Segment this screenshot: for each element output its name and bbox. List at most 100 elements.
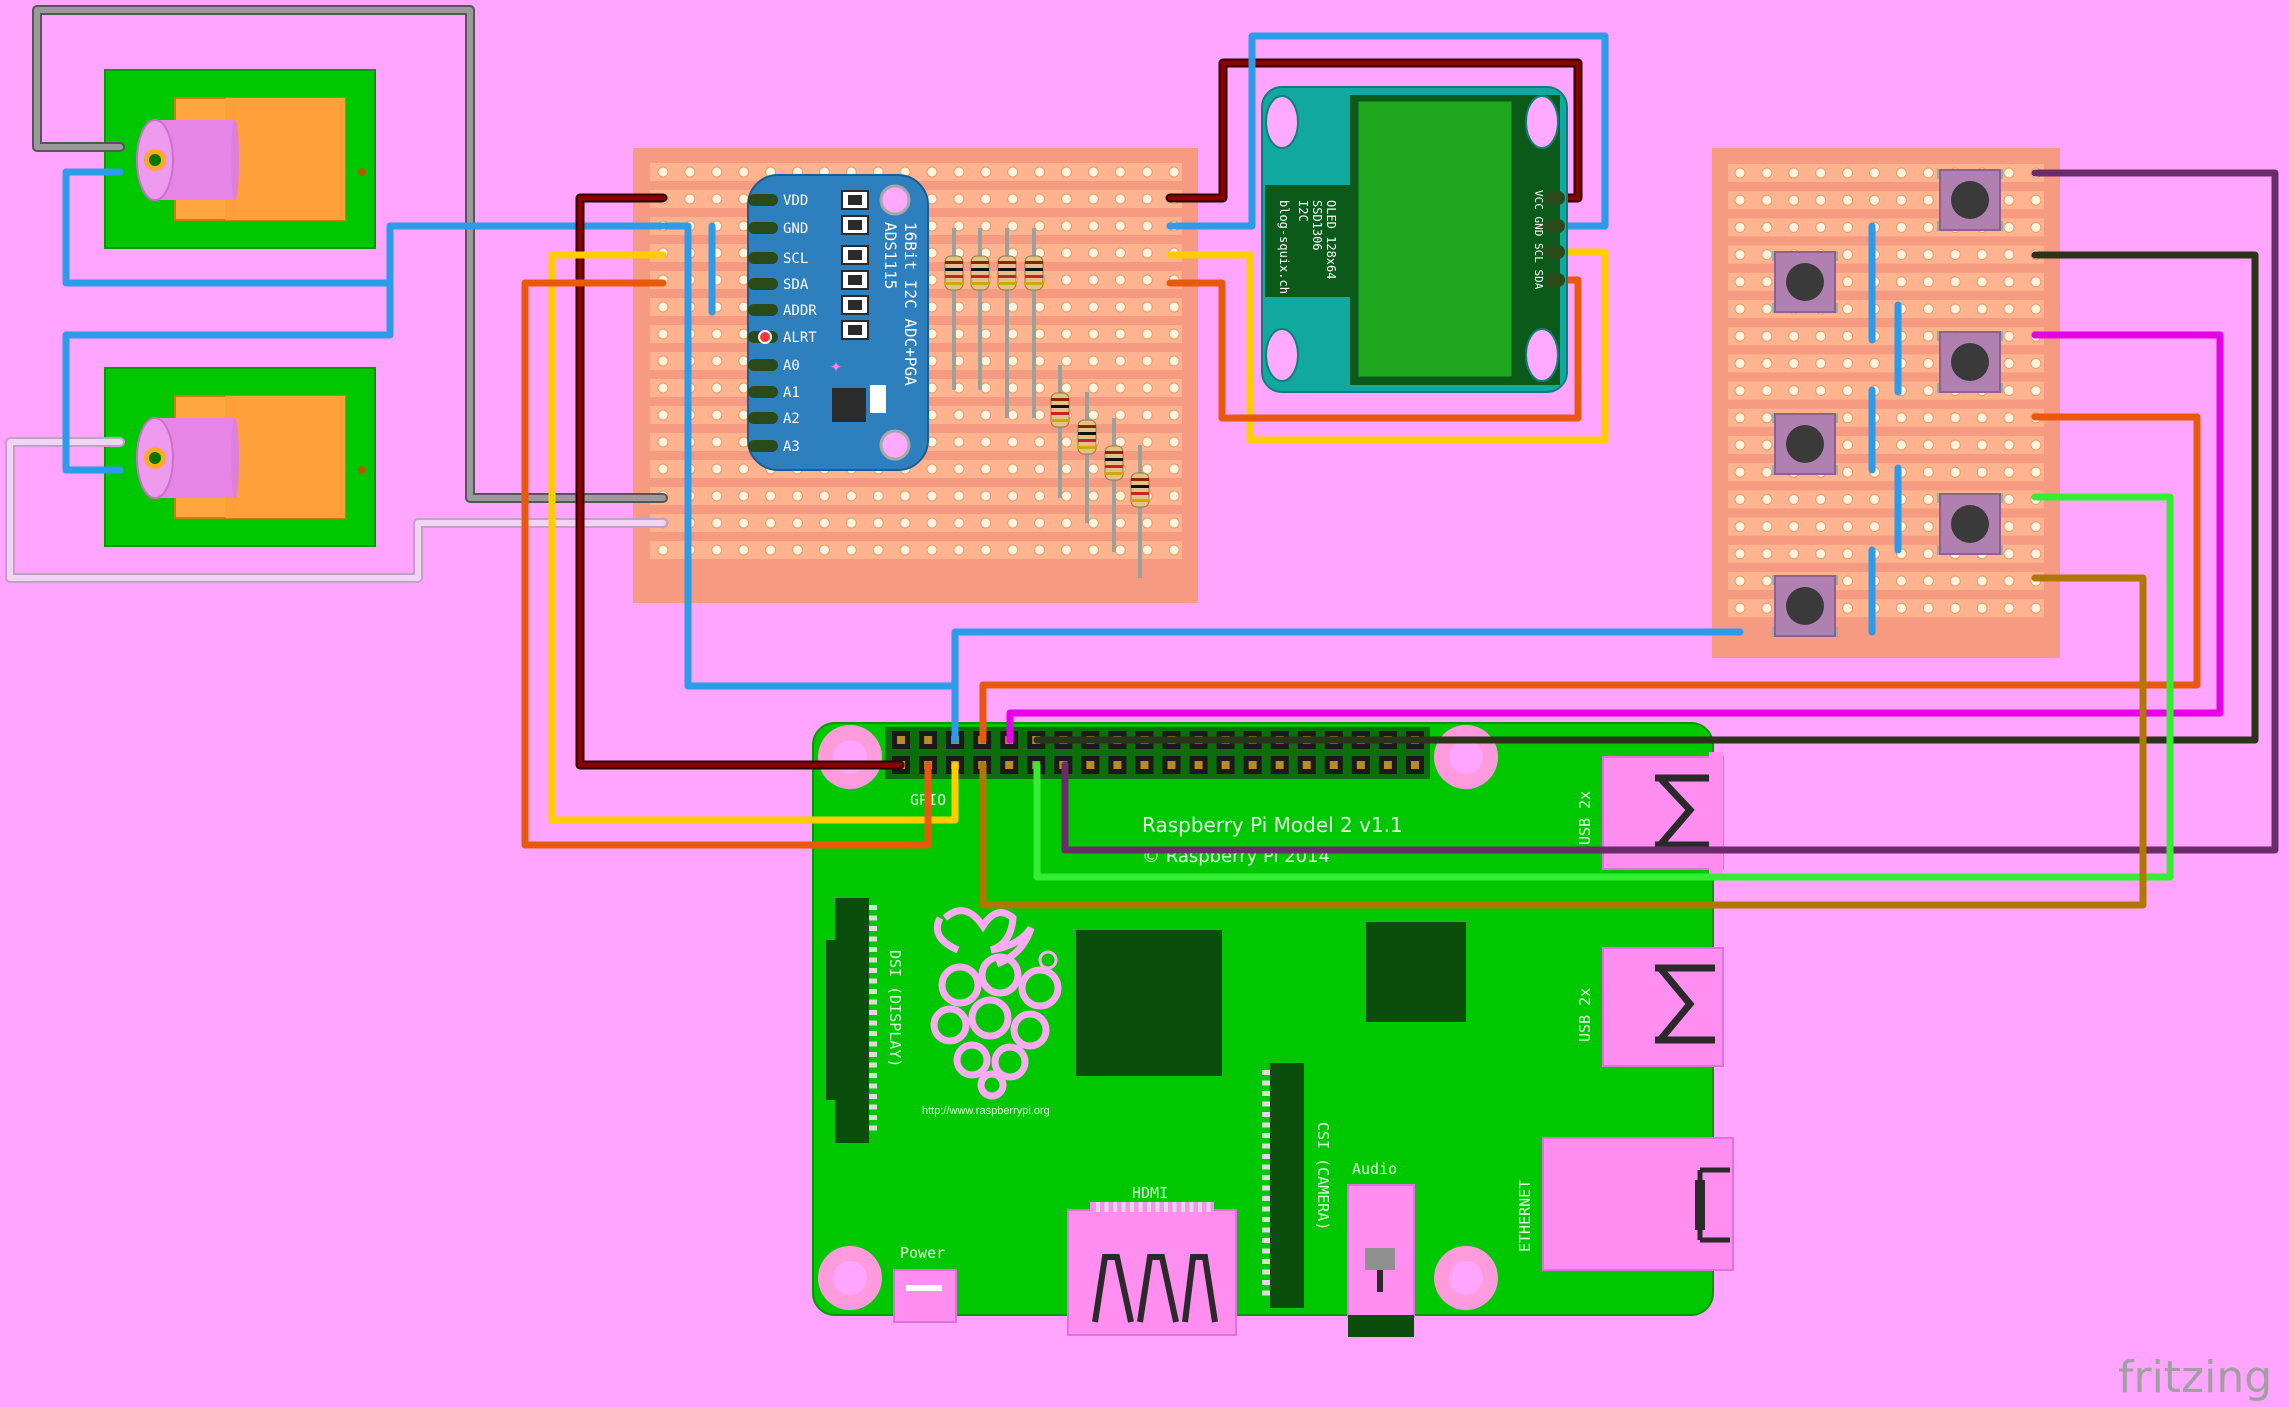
wire-blue-oled-gnd xyxy=(1166,32,1609,230)
strip-hole xyxy=(1842,575,1854,587)
strip-hole xyxy=(1007,355,1019,367)
wire-yellow-scl xyxy=(548,251,959,824)
strip-hole xyxy=(1842,493,1854,505)
strip-hole xyxy=(926,463,938,475)
strip-hole xyxy=(980,220,992,232)
strip-hole xyxy=(1922,276,1934,288)
csi-pin xyxy=(1262,1185,1270,1191)
strip-hole xyxy=(1734,276,1746,288)
strip-hole xyxy=(1114,544,1126,556)
strip-hole xyxy=(738,490,750,502)
adc-pin-pad xyxy=(748,304,778,316)
strip-hole xyxy=(1842,357,1854,369)
strip-hole xyxy=(1815,385,1827,397)
strip-hole xyxy=(953,409,965,421)
strip-hole xyxy=(1761,194,1773,206)
resistor-body xyxy=(1050,392,1070,428)
gpio-pin-core xyxy=(1167,761,1176,769)
adc-pin-pad xyxy=(748,222,778,234)
strip-hole xyxy=(1815,194,1827,206)
strip-hole xyxy=(980,517,992,529)
strip-hole xyxy=(792,517,803,529)
resistor-band xyxy=(1025,268,1043,271)
strip-hole xyxy=(2003,548,2015,560)
strip-hole xyxy=(1842,521,1854,533)
resistor-band xyxy=(1131,499,1149,502)
strip-hole xyxy=(1141,274,1153,286)
strip-hole xyxy=(1788,167,1800,179)
strip-hole xyxy=(1842,221,1854,233)
pushbutton-array xyxy=(1772,169,2003,637)
strip-hole xyxy=(1761,412,1773,424)
gpio-pin-core xyxy=(897,736,905,744)
resistor-band xyxy=(945,275,963,278)
hdmi-port xyxy=(1067,1202,1237,1336)
strip-hole xyxy=(1168,328,1180,340)
strip-hole xyxy=(1034,436,1046,448)
strip-hole xyxy=(1168,490,1180,502)
strip-hole xyxy=(1168,463,1180,475)
soc-chip xyxy=(1076,930,1222,1076)
strip-hole xyxy=(1114,301,1126,313)
resistor-body xyxy=(1024,255,1044,291)
resistor-band xyxy=(1078,432,1096,435)
fritzing-watermark: fritzing xyxy=(2118,1352,2272,1403)
csi-pin xyxy=(1262,1238,1270,1243)
strip-hole xyxy=(1734,221,1746,233)
strip-hole xyxy=(1842,439,1854,451)
gpio-header xyxy=(885,727,1430,779)
dsi-pin xyxy=(869,947,877,952)
strip-hole xyxy=(926,166,938,178)
strip-hole xyxy=(1114,517,1126,529)
gpio-pin-core xyxy=(1005,761,1014,769)
dsi-pin xyxy=(869,915,877,921)
strip-hole xyxy=(1061,166,1072,178)
adc-chip xyxy=(832,388,866,422)
strip-hole xyxy=(1815,221,1827,233)
gpio-pin-core xyxy=(1086,761,1095,769)
strip-hole xyxy=(1842,194,1854,206)
button-cap xyxy=(1951,343,1989,381)
strip-hole xyxy=(792,544,803,556)
strip-hole xyxy=(872,544,884,556)
resistor-band xyxy=(1131,478,1149,481)
dsi-pin xyxy=(869,1010,877,1015)
strip-hole xyxy=(1034,490,1046,502)
strip-hole xyxy=(2003,412,2015,424)
strip-hole xyxy=(1087,328,1099,340)
strip-hole xyxy=(1922,385,1934,397)
csi-pin xyxy=(1262,1164,1270,1170)
strip-hole xyxy=(2003,303,2015,315)
resistor-band xyxy=(971,282,989,285)
strip-hole xyxy=(980,166,992,178)
strip-hole xyxy=(1922,249,1934,261)
strip-hole xyxy=(845,517,857,529)
usb-port-top xyxy=(1602,752,1724,874)
strip-hole xyxy=(1949,602,1961,614)
strip-hole xyxy=(1922,521,1934,533)
strip-hole xyxy=(1087,247,1099,259)
strip-hole xyxy=(1087,409,1099,421)
audio-jack xyxy=(1347,1184,1415,1337)
strip-hole xyxy=(657,355,669,367)
strip-hole xyxy=(1114,247,1126,259)
strip-hole xyxy=(1168,544,1180,556)
adc-pin-pad xyxy=(748,194,778,206)
pi-model-label: Raspberry Pi Model 2 v1.1 xyxy=(1142,813,1403,837)
resistor-band xyxy=(1105,465,1123,468)
resistor-band xyxy=(1051,405,1069,408)
wire-yellow-oled-scl xyxy=(1166,248,1609,444)
strip-hole xyxy=(980,328,992,340)
csi-pin xyxy=(1262,1269,1270,1275)
resistor-band xyxy=(1051,398,1069,401)
csi-pin xyxy=(1262,1143,1270,1149)
ethernet-port xyxy=(1542,1137,1734,1271)
gpio-pin-core xyxy=(1302,761,1311,769)
hdmi-pin xyxy=(1130,1202,1134,1212)
strip-hole xyxy=(2003,521,2015,533)
strip-hole xyxy=(845,490,857,502)
copper-strip xyxy=(650,487,1182,505)
strip-hole xyxy=(1087,382,1099,394)
csi-pin xyxy=(1262,1101,1270,1107)
